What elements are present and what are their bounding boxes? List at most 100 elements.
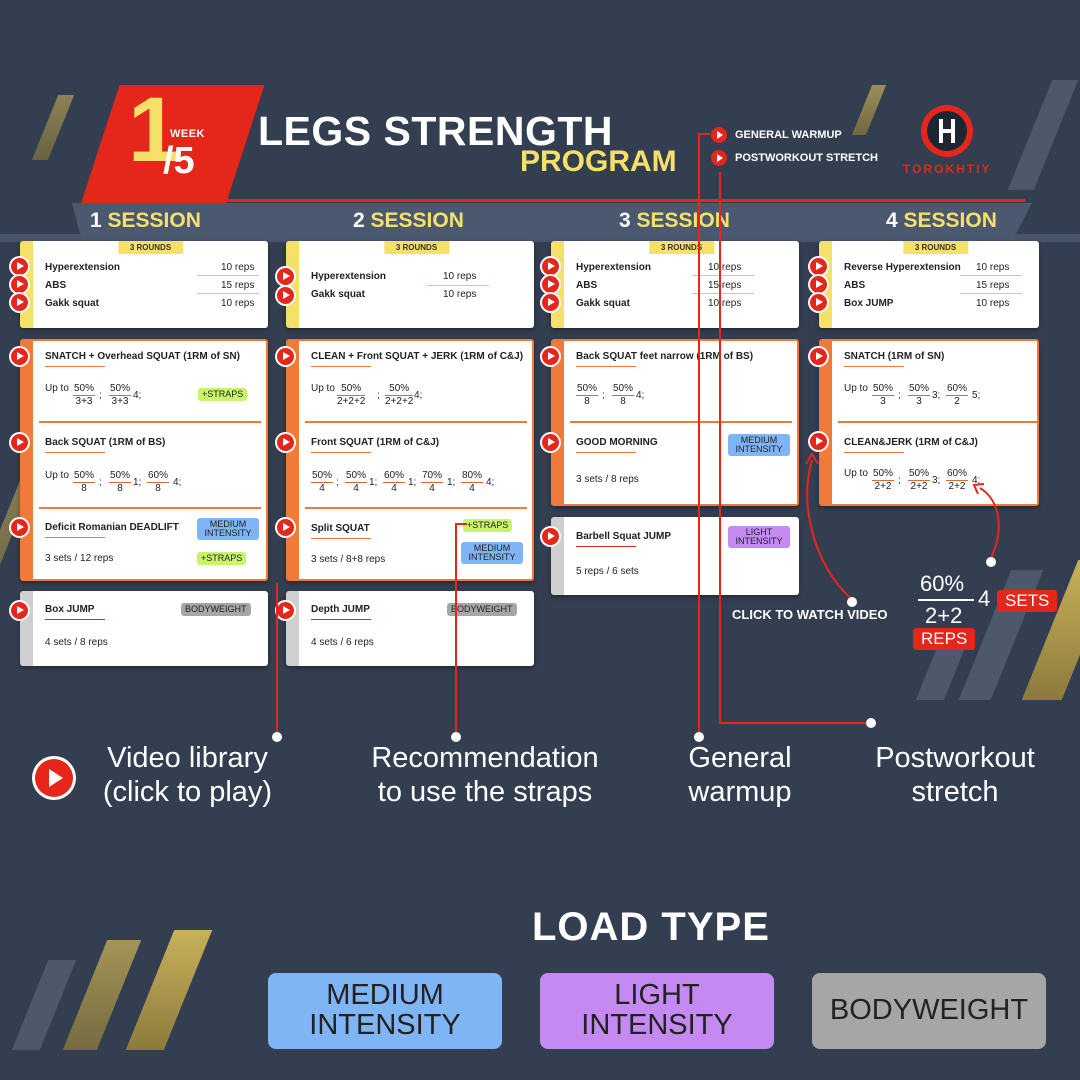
decor-stripe: [125, 930, 213, 1050]
exercise-name: Back SQUAT feet narrow (1RM of BS): [576, 351, 754, 362]
video-play-button[interactable]: [11, 434, 28, 451]
brand-name: TOROKHTIY: [903, 162, 992, 176]
video-play-button[interactable]: [542, 348, 559, 365]
exercise-name: Deficit Romanian DEADLIFT: [45, 522, 179, 533]
video-play-button[interactable]: [11, 519, 28, 536]
divider: [427, 285, 489, 286]
video-play-button[interactable]: [810, 348, 827, 365]
warmup-card: 3 ROUNDS Reverse Hyperextension 10 reps …: [819, 241, 1039, 328]
legend-general-warmup[interactable]: GENERAL WARMUP: [711, 127, 842, 143]
load-fraction: 50%3+3: [109, 383, 132, 407]
week-current: 1: [128, 79, 180, 181]
load-sets: 5;: [972, 390, 981, 401]
video-play-button[interactable]: [542, 276, 559, 293]
example-reps-value: 2+2: [925, 603, 963, 628]
exercise-name: Gakk squat: [576, 298, 630, 309]
video-play-button[interactable]: [11, 294, 28, 311]
legend-label: GENERAL WARMUP: [735, 129, 842, 141]
load-fraction: 80%4: [461, 470, 484, 494]
load-prefix: Up to: [844, 383, 868, 394]
postworkout-stretch-label: Postworkout stretch: [875, 742, 1035, 809]
session-1-header: 1 SESSION: [90, 209, 201, 232]
divider: [844, 452, 904, 453]
play-icon: [711, 150, 727, 166]
video-play-button[interactable]: [277, 268, 294, 285]
decor-stripe: [31, 95, 75, 160]
week-total: /5: [163, 140, 195, 182]
page-subtitle: PROGRAM: [520, 145, 677, 178]
video-play-button[interactable]: [277, 287, 294, 304]
divider: [844, 366, 904, 367]
sets-reps: 3 sets / 8+8 reps: [311, 554, 386, 565]
load-fraction: 60%2: [946, 383, 969, 407]
divider: [197, 293, 259, 294]
divider: [197, 275, 259, 276]
exercise-reps: 10 reps: [221, 298, 255, 309]
warmup-card: 3 ROUNDS Hyperextension 10 reps Gakk squ…: [286, 241, 534, 328]
divider: [311, 366, 371, 367]
video-play-button[interactable]: [810, 294, 827, 311]
load-sets: 4;: [414, 390, 423, 401]
session-3-header: 3 SESSION: [619, 209, 730, 232]
legend-postworkout-stretch[interactable]: POSTWORKOUT STRETCH: [711, 150, 878, 166]
sets-reps: 4 sets / 6 reps: [311, 637, 374, 648]
video-play-button[interactable]: [810, 433, 827, 450]
annotation-dot: [866, 718, 876, 728]
video-play-button[interactable]: [277, 519, 294, 536]
load-fraction: 50%2+2: [872, 468, 895, 492]
load-fraction: 60%8: [147, 470, 170, 494]
exercise-name: Split SQUAT: [311, 523, 370, 534]
light-intensity-tag: LIGHT INTENSITY: [728, 526, 790, 548]
load-fraction: 70%4: [421, 470, 444, 494]
video-play-button[interactable]: [277, 602, 294, 619]
divider: [311, 538, 371, 539]
divider: [960, 275, 1022, 276]
load-fraction: 60%4: [383, 470, 406, 494]
load-prefix: Up to: [45, 470, 69, 481]
exercise-name: Hyperextension: [311, 271, 387, 282]
divider: [45, 537, 105, 538]
exercise-reps: 10 reps: [708, 262, 742, 273]
load-sep: ;: [336, 477, 339, 488]
video-play-button[interactable]: [542, 434, 559, 451]
annotation-line: [455, 523, 467, 525]
divider: [960, 293, 1022, 294]
exercise-name: ABS: [45, 280, 67, 291]
video-play-button[interactable]: [11, 276, 28, 293]
video-library-play-icon[interactable]: [35, 759, 73, 797]
load-sep: ;: [99, 390, 102, 401]
video-play-button[interactable]: [542, 294, 559, 311]
annotation-line: [698, 133, 700, 733]
video-play-button[interactable]: [810, 258, 827, 275]
video-play-button[interactable]: [542, 528, 559, 545]
annotation-line: [698, 133, 710, 135]
divider: [45, 366, 105, 367]
divider: [39, 421, 261, 423]
annotation-dot: [451, 732, 461, 742]
load-sets: 3;: [932, 475, 941, 486]
example-sets-label: SETS: [997, 590, 1058, 612]
video-play-button[interactable]: [11, 348, 28, 365]
example-reps-label: REPS: [913, 628, 976, 650]
load-bodyweight: BODYWEIGHT: [812, 973, 1046, 1049]
straps-tag: +STRAPS: [197, 552, 247, 565]
load-sets: 4;: [636, 390, 645, 401]
rounds-label: 3 ROUNDS: [383, 241, 450, 254]
video-play-button[interactable]: [277, 348, 294, 365]
video-play-button[interactable]: [277, 434, 294, 451]
load-fraction: 60%2+2: [946, 468, 969, 492]
page-title: LEGS STRENGTH: [258, 108, 614, 154]
exercise-name: ABS: [576, 280, 598, 291]
warmup-card: 3 ROUNDS Hyperextension 10 reps ABS 15 r…: [20, 241, 268, 328]
load-sets: 1;: [369, 477, 378, 488]
video-play-button[interactable]: [11, 602, 28, 619]
load-fraction: 50%4: [345, 470, 368, 494]
video-play-button[interactable]: [542, 258, 559, 275]
video-play-button[interactable]: [11, 258, 28, 275]
plyo-card: Barbell Squat JUMP LIGHT INTENSITY 5 rep…: [551, 517, 799, 595]
exercise-name: Box JUMP: [844, 298, 894, 309]
exercise-name: Hyperextension: [45, 262, 121, 273]
main-lifts-card: SNATCH (1RM of SN) Up to 50%3 ; 50%3 3; …: [819, 339, 1039, 506]
video-play-button[interactable]: [810, 276, 827, 293]
exercise-name: SNATCH + Overhead SQUAT (1RM of SN): [45, 351, 240, 362]
